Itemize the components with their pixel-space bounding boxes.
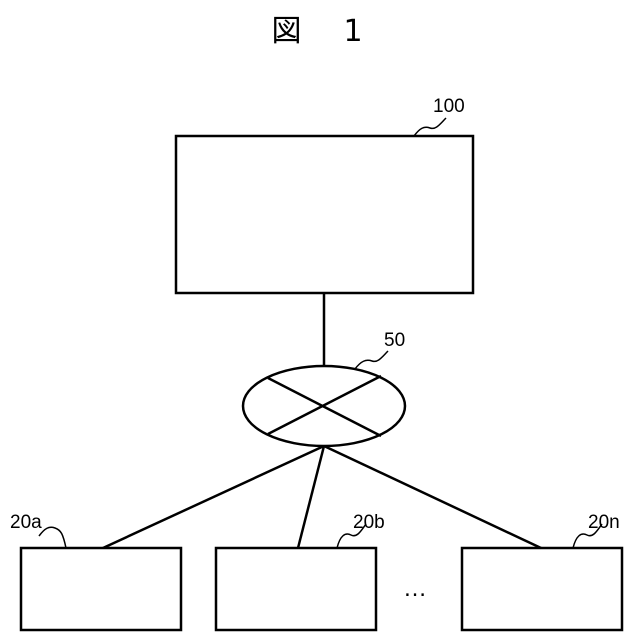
server-box bbox=[176, 136, 473, 293]
terminal-box-20a bbox=[21, 548, 181, 630]
ellipsis-dots: … bbox=[403, 577, 427, 601]
leader-20a bbox=[39, 527, 66, 548]
leader-100 bbox=[414, 118, 446, 136]
network-link-20b bbox=[298, 446, 324, 548]
network-cross-line-1 bbox=[268, 378, 381, 436]
label-20b: 20b bbox=[353, 513, 385, 532]
label-20n: 20n bbox=[588, 513, 620, 532]
network-link-20a bbox=[103, 446, 324, 548]
network-cross-line-2 bbox=[268, 376, 381, 434]
label-100: 100 bbox=[433, 97, 465, 116]
label-20a: 20a bbox=[10, 513, 42, 532]
terminal-box-20n bbox=[462, 548, 622, 630]
leader-50 bbox=[355, 351, 388, 369]
label-50: 50 bbox=[384, 331, 405, 350]
terminal-box-20b bbox=[216, 548, 376, 630]
